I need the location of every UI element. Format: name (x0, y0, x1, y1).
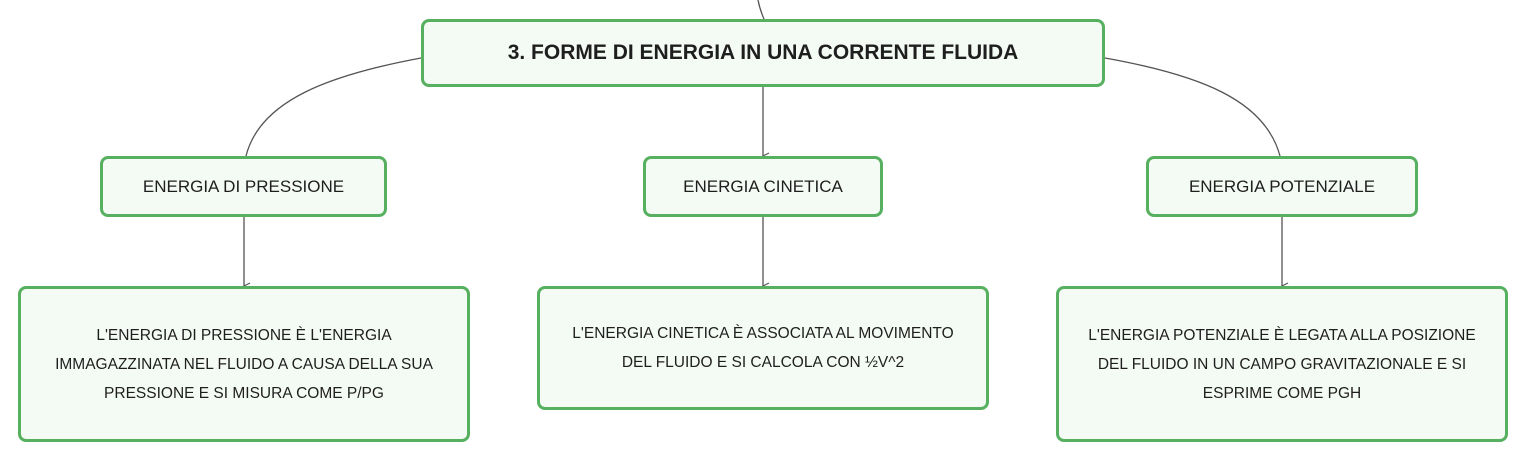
detail-energia-cinetica[interactable]: L'ENERGIA CINETICA È ASSOCIATA AL MOVIME… (537, 286, 989, 410)
detail-text: L'ENERGIA POTENZIALE È LEGATA ALLA POSIZ… (1088, 326, 1476, 402)
root-topic-label: 3. FORME DI ENERGIA IN UNA CORRENTE FLUI… (507, 41, 1019, 64)
connector-root-potenziale (1104, 57, 1281, 157)
topic-energia-di-pressione[interactable]: ENERGIA DI PRESSIONE (100, 156, 387, 217)
connector-root-pressione (245, 57, 422, 157)
parent-connector (757, 0, 765, 20)
topic-label: ENERGIA POTENZIALE (1188, 176, 1376, 196)
detail-energia-potenziale[interactable]: L'ENERGIA POTENZIALE È LEGATA ALLA POSIZ… (1056, 286, 1508, 442)
topic-label: ENERGIA DI PRESSIONE (142, 176, 345, 196)
topic-energia-cinetica[interactable]: ENERGIA CINETICA (643, 156, 883, 217)
detail-text: L'ENERGIA CINETICA È ASSOCIATA AL MOVIME… (572, 325, 954, 371)
root-topic-node[interactable]: 3. FORME DI ENERGIA IN UNA CORRENTE FLUI… (421, 19, 1105, 87)
detail-text: L'ENERGIA DI PRESSIONE È L'ENERGIA IMMAG… (55, 326, 433, 402)
detail-energia-di-pressione[interactable]: L'ENERGIA DI PRESSIONE È L'ENERGIA IMMAG… (18, 286, 470, 442)
topic-energia-potenziale[interactable]: ENERGIA POTENZIALE (1146, 156, 1418, 217)
topic-label: ENERGIA CINETICA (683, 176, 843, 196)
